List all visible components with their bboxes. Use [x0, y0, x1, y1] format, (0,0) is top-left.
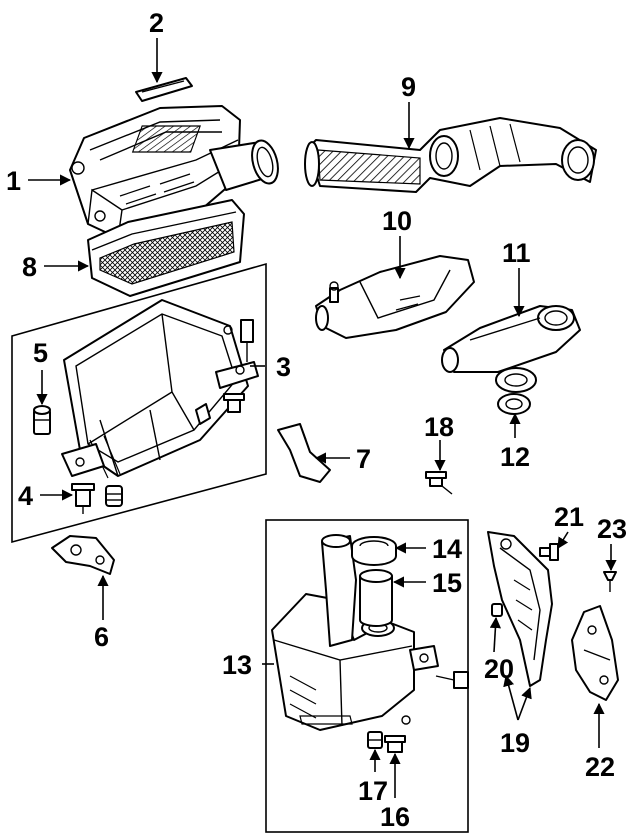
part-10-resonator	[315, 255, 475, 339]
part-22-bracket	[571, 605, 619, 701]
part-1-outlet-tube	[209, 139, 279, 191]
group-box-3	[11, 262, 267, 544]
callout-23: 23	[597, 514, 627, 544]
part-12-seal	[495, 367, 537, 415]
callout-22: 22	[585, 752, 615, 782]
callout-18: 18	[424, 412, 454, 442]
callout-1: 1	[6, 166, 21, 196]
callout-20: 20	[484, 654, 514, 684]
callout-7: 7	[356, 444, 371, 474]
part-7-bracket	[277, 423, 331, 483]
part-2-label-plate	[135, 77, 193, 102]
part-20-nut	[491, 603, 503, 617]
callout-21: 21	[554, 502, 584, 532]
part-3-lower-case	[61, 299, 259, 479]
part-18-bolt	[425, 471, 453, 495]
part-16-bolt	[384, 735, 406, 753]
callout-17: 17	[358, 776, 388, 806]
part-19-shield	[487, 531, 553, 687]
part-4-bolt	[71, 483, 95, 514]
callout-5: 5	[33, 338, 48, 368]
callout-12: 12	[500, 442, 530, 472]
callout-6: 6	[94, 622, 109, 652]
callout-10: 10	[382, 206, 412, 236]
callout-2: 2	[149, 8, 164, 38]
leader-lines	[28, 38, 617, 798]
part-4-grommet	[105, 485, 123, 507]
part-8-air-filter-element	[87, 199, 245, 297]
callout-19: 19	[500, 728, 530, 758]
callout-11: 11	[502, 238, 531, 268]
part-23-clip	[603, 571, 617, 592]
part-15-sleeve	[359, 569, 393, 627]
callout-3: 3	[276, 352, 291, 382]
part-6-bracket	[51, 535, 115, 575]
callout-labels: 1 2 3 4 5 6 7 8 9 10 11 12 13 14 15 16 1…	[6, 8, 627, 832]
callout-14: 14	[432, 534, 462, 564]
part-21-bolt	[539, 543, 559, 561]
callout-15: 15	[432, 568, 462, 598]
part-11-intake-tube	[441, 305, 581, 373]
part-1-air-cleaner-cover	[69, 105, 241, 239]
part-14-seal-ring	[351, 536, 397, 566]
callout-9: 9	[401, 72, 416, 102]
part-3-mount-bolt	[223, 393, 245, 413]
part-17-grommet	[367, 731, 383, 749]
callout-8: 8	[22, 252, 37, 282]
callout-16: 16	[380, 802, 410, 832]
part-5-grommet	[33, 405, 51, 435]
part-9-intake-duct	[304, 117, 597, 193]
part-13-resonator-box	[271, 534, 469, 731]
callout-13: 13	[222, 650, 252, 680]
callout-4: 4	[18, 481, 33, 511]
